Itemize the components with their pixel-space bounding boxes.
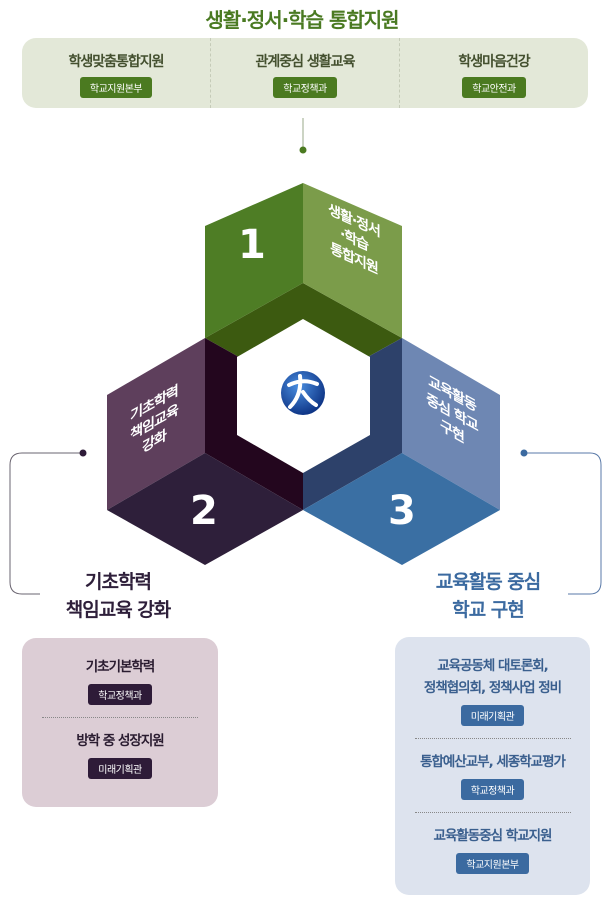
cube1-left-face [205, 183, 303, 338]
divider [41, 717, 199, 718]
heading-line: 교육활동 중심 [435, 571, 542, 593]
item-label: 정책협의회, 정책사업 정비 [423, 680, 562, 696]
item-label: 학생마음건강 [458, 54, 530, 70]
dept-badge: 미래기획관 [88, 758, 152, 779]
dept-badge: 학교정책과 [460, 779, 525, 800]
divider [414, 812, 571, 813]
heading-line: 책임교육 강화 [65, 599, 172, 621]
cube1-right-face [303, 183, 402, 338]
cube2-bottom-face [107, 453, 303, 565]
cube2-left-face [107, 338, 205, 510]
logo-icon [281, 371, 325, 415]
left-heading: 기초학력 책임교육 강화 [20, 568, 216, 624]
connectors [9, 118, 602, 595]
item-label: 교육공동체 대토론회, [437, 658, 549, 674]
item-label: 기초기본학력 [85, 659, 156, 675]
dept-badge: 학교정책과 [273, 77, 337, 98]
connector-right [524, 452, 602, 595]
connector-dot [520, 449, 528, 457]
heading-line: 기초학력 [85, 571, 152, 593]
dept-badge: 학교지원본부 [456, 853, 529, 874]
cube2-number: 2 [190, 488, 218, 534]
item-label: 학생맞춤통합지원 [68, 54, 164, 70]
right-heading: 교육활동 중심 학교 구현 [390, 568, 586, 624]
cube3-number: 3 [388, 488, 416, 534]
cube3-bottom-face [303, 453, 500, 565]
connector-left [9, 452, 83, 595]
dept-badge: 학교정책과 [88, 684, 152, 705]
connector-dot [299, 146, 307, 154]
item-label: 방학 중 성장지원 [76, 733, 164, 749]
item-label: 교육활동중심 학교지원 [433, 828, 553, 844]
page-title: 생활·정서·학습 통합지원 [205, 8, 399, 32]
dept-badge: 학교안전과 [462, 77, 526, 98]
dept-badge: 미래기획관 [460, 705, 525, 726]
item-label: 관계중심 생활교육 [255, 54, 356, 70]
cube3-right-face [402, 338, 500, 510]
heading-line: 학교 구현 [452, 599, 525, 621]
dept-badge: 학교지원본부 [79, 77, 153, 98]
item-label: 통합예산교부, 세종학교평가 [420, 754, 566, 770]
divider [414, 738, 571, 739]
connector-dot [79, 449, 87, 457]
cube1-number: 1 [238, 222, 266, 268]
